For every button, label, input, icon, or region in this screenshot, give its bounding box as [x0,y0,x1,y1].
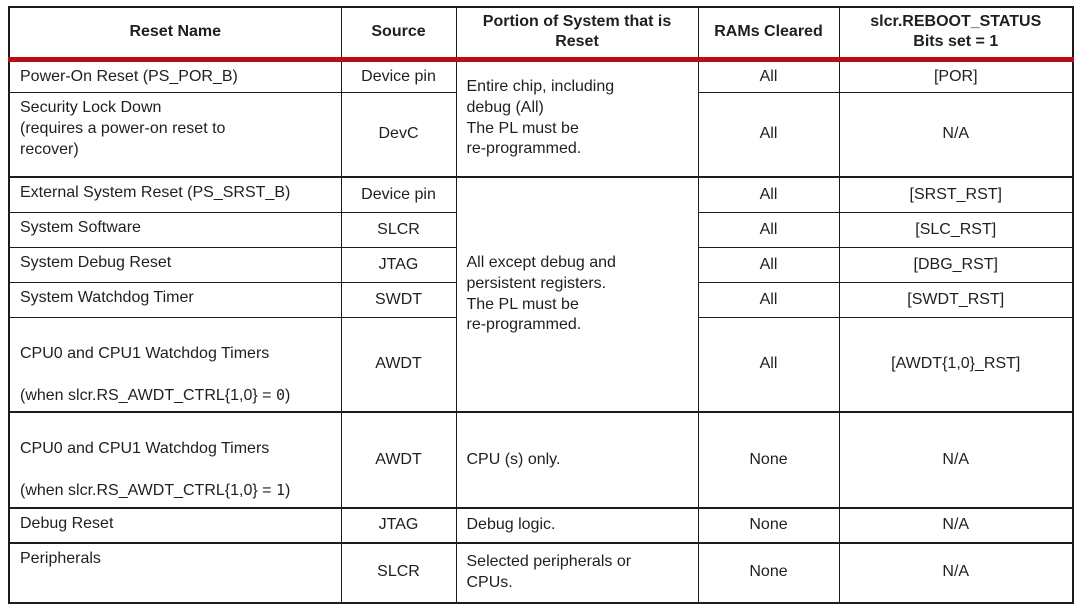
cell-status: N/A [838,506,1074,544]
table-row: Debug Reset JTAG Debug logic. None N/A [8,506,1074,544]
reset-name-line1: CPU0 and CPU1 Watchdog Timers [20,345,270,363]
header-portion: Portion of System that is Reset [455,6,699,62]
cell-source: SWDT [340,282,457,319]
cell-source: JTAG [340,506,457,544]
table-row: Power-On Reset (PS_POR_B) Device pin Ent… [8,58,1074,178]
cell-reset-name: System Software [8,212,342,249]
cell-rams: None [697,506,840,544]
cell-reset-name: System Debug Reset [8,247,342,284]
cell-status: [SLC_RST] [838,212,1074,249]
cell-reset-name: CPU0 and CPU1 Watchdog Timers (when slcr… [8,411,342,509]
table-row: Security Lock Down (requires a power-on … [8,92,1074,178]
table-row: CPU0 and CPU1 Watchdog Timers (when slcr… [8,317,1074,413]
reset-name-line1: CPU0 and CPU1 Watchdog Timers [20,440,270,458]
header-rams-cleared: RAMs Cleared [697,6,840,62]
cell-portion-merged-group1: Entire chip, including debug (All) The P… [455,58,699,178]
cell-source: JTAG [340,247,457,284]
reset-name-when-suffix: ) [284,481,291,499]
cell-portion: Debug logic. [455,506,699,544]
reset-name-when-prefix: (when slcr.RS_AWDT_CTRL{1,0} = [20,386,276,404]
cell-status: N/A [838,411,1074,509]
cell-rams: None [697,411,840,509]
cell-source: SLCR [340,212,457,249]
cell-rams: All [697,247,840,284]
cell-rams: All [697,317,840,413]
cell-status: [POR] [838,58,1074,94]
cell-reset-name: System Watchdog Timer [8,282,342,319]
reset-name-when-value: 0 [275,385,285,404]
cell-status: N/A [838,541,1074,604]
cell-rams: All [697,92,840,178]
cell-status: [SWDT_RST] [838,282,1074,319]
cell-reset-name: Security Lock Down (requires a power-on … [8,92,342,178]
reset-name-when-suffix: ) [284,386,291,404]
cell-source: DevC [340,92,457,178]
cell-rams: All [697,58,840,94]
cell-status: N/A [838,92,1074,178]
table-row: External System Reset (PS_SRST_B) Device… [8,175,1074,413]
cell-reset-name: External System Reset (PS_SRST_B) [8,175,342,214]
cell-rams: None [697,541,840,604]
header-source: Source [340,6,457,62]
reset-name-when-prefix: (when slcr.RS_AWDT_CTRL{1,0} = [20,481,276,499]
reset-name-when-value: 1 [275,480,285,499]
cell-rams: All [697,282,840,319]
cell-source: Device pin [340,58,457,94]
cell-rams: All [697,175,840,214]
header-reset-name: Reset Name [8,6,342,62]
cell-source: Device pin [340,175,457,214]
header-reboot-status: slcr.REBOOT_STATUS Bits set = 1 [838,6,1074,62]
cell-portion-merged-group2: All except debug and persistent register… [455,175,699,413]
cell-portion: Selected peripherals or CPUs. [455,541,699,604]
cell-status: [DBG_RST] [838,247,1074,284]
cell-reset-name: Debug Reset [8,506,342,544]
cell-source: AWDT [340,317,457,413]
reset-table: Reset Name Source Portion of System that… [8,6,1074,604]
table-row: Peripherals SLCR Selected peripherals or… [8,541,1074,604]
cell-status: [SRST_RST] [838,175,1074,214]
table-row: System Debug Reset JTAG All [DBG_RST] [8,247,1074,284]
cell-source: SLCR [340,541,457,604]
header-row: Reset Name Source Portion of System that… [8,6,1074,62]
cell-portion: CPU (s) only. [455,411,699,509]
cell-rams: All [697,212,840,249]
cell-status: [AWDT{1,0}_RST] [838,317,1074,413]
cell-reset-name: Peripherals [8,541,342,604]
cell-source: AWDT [340,411,457,509]
table-row: System Watchdog Timer SWDT All [SWDT_RST… [8,282,1074,319]
cell-reset-name: CPU0 and CPU1 Watchdog Timers (when slcr… [8,317,342,413]
cell-reset-name: Power-On Reset (PS_POR_B) [8,58,342,94]
table-row: CPU0 and CPU1 Watchdog Timers (when slcr… [8,411,1074,509]
